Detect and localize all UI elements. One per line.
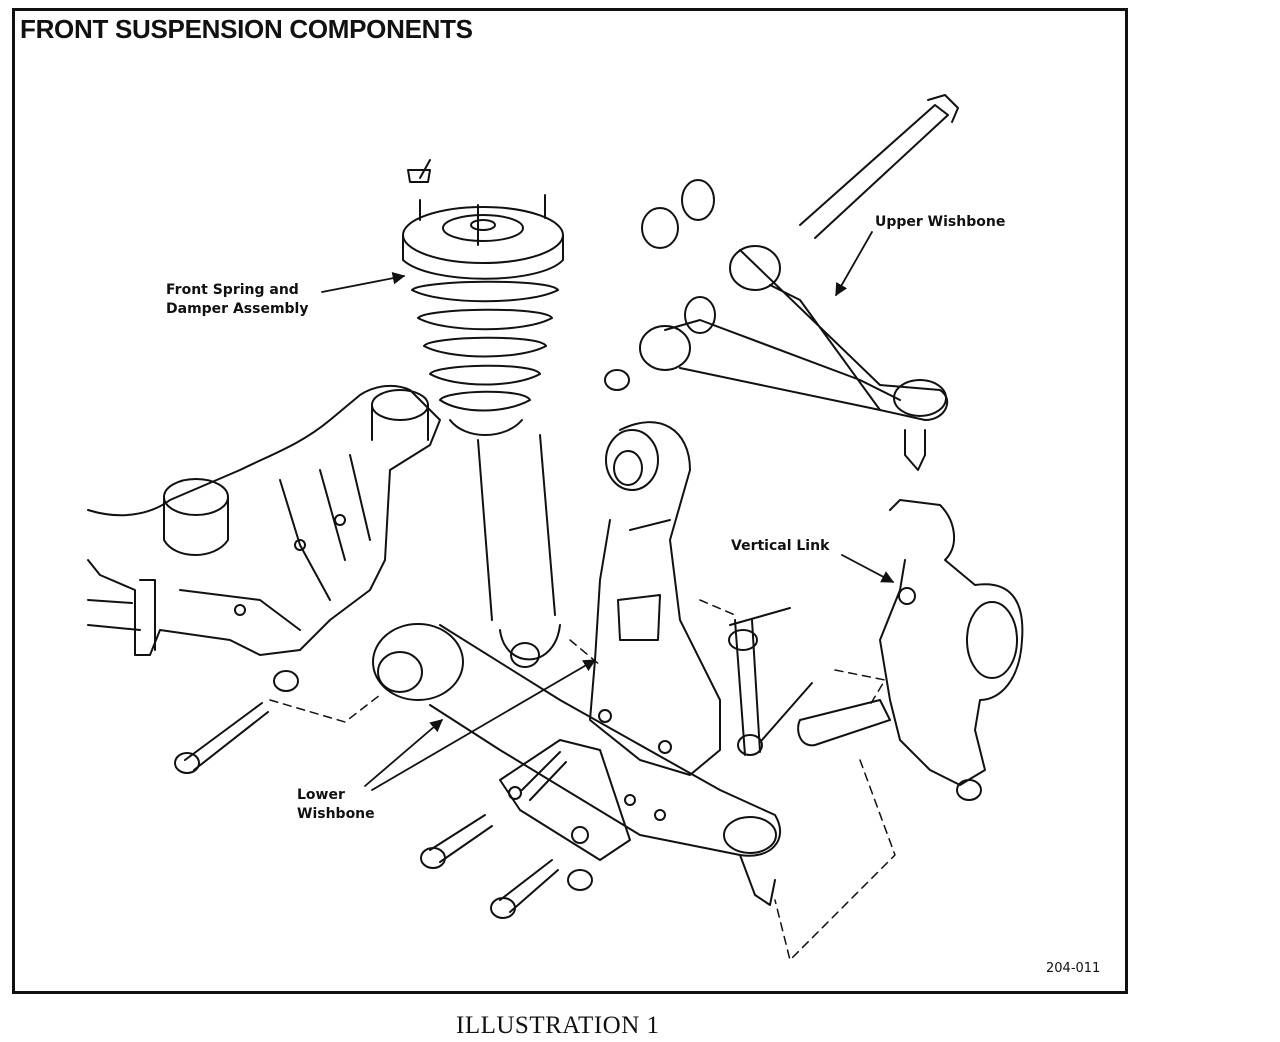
- forward-arm-drawing: [589, 421, 721, 776]
- assembly-lines: [269, 599, 896, 961]
- label-upper-wishbone: Upper Wishbone: [875, 214, 1006, 230]
- drop-link-drawing: [728, 607, 813, 756]
- lower-wishbone-drawing: [372, 623, 781, 906]
- figure-number: 204-011: [1046, 961, 1101, 976]
- fasteners-drawing: [174, 159, 593, 919]
- vertical-link-drawing: [797, 499, 1024, 801]
- illustration-caption: ILLUSTRATION 1: [456, 1012, 660, 1039]
- leader-arrows: [321, 231, 895, 791]
- label-lower-wishbone: Lower Wishbone: [297, 787, 375, 822]
- upper-wishbone-drawing: [604, 94, 959, 471]
- diagram-title: FRONT SUSPENSION COMPONENTS: [20, 14, 473, 44]
- subframe-drawing: [87, 384, 441, 656]
- illustration-frame: [12, 8, 1128, 994]
- label-vertical-link: Vertical Link: [731, 538, 830, 554]
- spring-damper-drawing: [402, 169, 564, 668]
- label-front-spring-damper: Front Spring and Damper Assembly: [166, 282, 309, 317]
